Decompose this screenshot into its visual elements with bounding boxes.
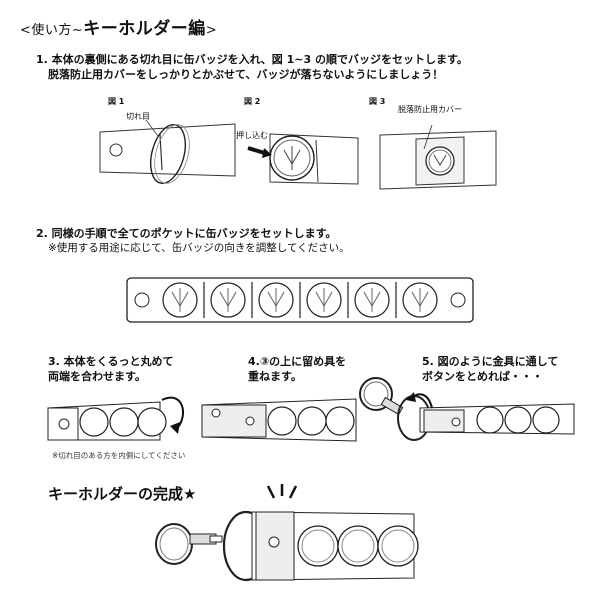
- step3-line1: 3. 本体をくるっと丸めて: [48, 355, 174, 368]
- page-title: <使い方~キーホルダー編>: [20, 14, 217, 39]
- step4-line1: 4.③の上に留め具を: [248, 355, 347, 368]
- title-main: キーホルダー編: [83, 19, 206, 39]
- step4-illustration: [201, 398, 357, 442]
- step3-instruction: 3. 本体をくるっと丸めて 両端を合わせます。: [48, 354, 173, 384]
- finished-keyholder-illustration: [155, 510, 419, 582]
- step3-illustration: [47, 396, 185, 441]
- step4-instruction: 4.③の上に留め具を 重ねます。: [248, 354, 346, 384]
- fig2-annotation: 押し込む: [236, 131, 268, 140]
- step1-instruction: 1. 本体の裏側にある切れ目に缶バッジを入れ、図 1~3 の順でバッジをセットし…: [36, 52, 468, 82]
- fig1-label: 図 1: [108, 97, 125, 106]
- step5-line2: ボタンをとめれば・・・: [422, 370, 543, 383]
- fig1-annotation: 切れ目: [126, 112, 150, 121]
- step2-line1: 2. 同様の手順で全てのポケットに缶バッジをセットします。: [36, 227, 337, 240]
- fig3-annotation: 脱落防止用カバー: [398, 105, 462, 114]
- badge-strip-illustration: [126, 277, 474, 323]
- finale-heading: キーホルダーの完成★: [48, 485, 197, 503]
- title-prefix: <使い方~: [20, 23, 84, 38]
- fig3-label: 図 3: [369, 97, 386, 106]
- step5-instruction: 5. 図のように金具に通して ボタンをとめれば・・・: [422, 354, 558, 384]
- step1-line1: 1. 本体の裏側にある切れ目に缶バッジを入れ、図 1~3 の順でバッジをセットし…: [36, 53, 468, 66]
- step3-line2: 両端を合わせます。: [48, 370, 146, 383]
- fig2-illustration: [247, 133, 359, 185]
- step2-line2: ※使用する用途に応じて、缶バッジの向きを調整してください。: [48, 242, 350, 254]
- fig2-label: 図 2: [244, 97, 261, 106]
- step2-instruction: 2. 同様の手順で全てのポケットに缶バッジをセットします。 ※使用する用途に応じ…: [36, 226, 350, 256]
- step5-illustration: [359, 377, 575, 441]
- step4-line2: 重ねます。: [248, 370, 302, 383]
- title-suffix: >: [205, 23, 218, 38]
- fig1-illustration: [99, 119, 236, 184]
- sparkle-icon: [266, 484, 298, 499]
- step3-note: ※切れ目のある方を内側にしてください: [52, 451, 186, 460]
- step5-line1: 5. 図のように金具に通して: [422, 355, 559, 368]
- fig3-illustration: [379, 124, 497, 190]
- step1-line2: 脱落防止用カバーをしっかりとかぶせて、バッジが落ちないようにしましょう！: [48, 68, 444, 81]
